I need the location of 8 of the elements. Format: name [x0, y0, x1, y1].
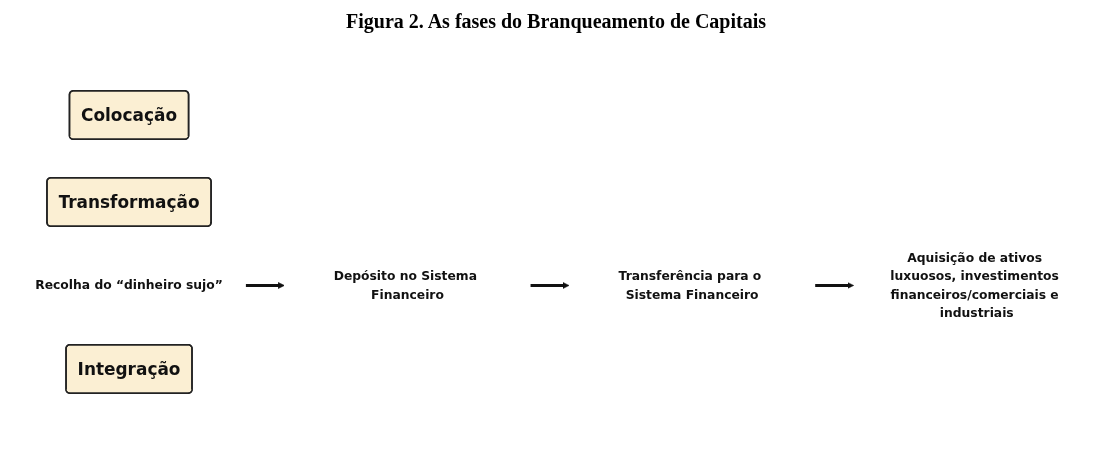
arrow	[815, 282, 854, 289]
arrow	[530, 282, 570, 289]
node-text: Recolha do “dinheiro sujo”	[35, 277, 223, 293]
node-text: Depósito no Sistema Financeiro	[333, 268, 477, 302]
node-text: Aquisição de ativos luxuosos, investimentos financeiros/comerciais e industriais	[890, 250, 1059, 321]
diagram-title: Figura 2. As fases do Branqueamento de Capitais	[346, 10, 766, 33]
arrow	[245, 282, 285, 289]
node-text: Transferência para o Sistema Financeiro	[618, 268, 762, 302]
